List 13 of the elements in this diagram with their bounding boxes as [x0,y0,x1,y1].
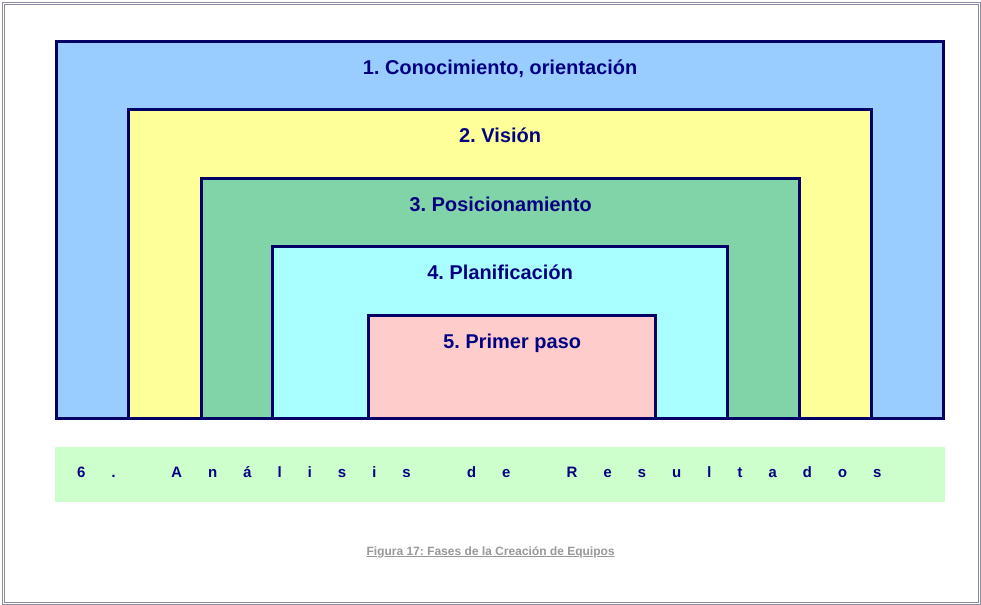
band-label: 6. Análisis de Resultados [77,464,908,481]
nested-box [367,314,657,420]
nested-box [200,177,801,420]
nested-box [55,40,945,420]
nested-box [271,245,729,420]
band [55,447,945,502]
figure-caption: Figura 17: Fases de la Creación de Equipos [366,544,615,558]
box-title: 4. Planificación [426,262,574,285]
box-title: 3. Posicionamiento [408,194,593,217]
box-title: 2. Visión [458,125,542,148]
box-title: 5. Primer paso [442,331,582,354]
nested-box [127,108,873,420]
box-title: 1. Conocimiento, orientación [362,57,638,80]
